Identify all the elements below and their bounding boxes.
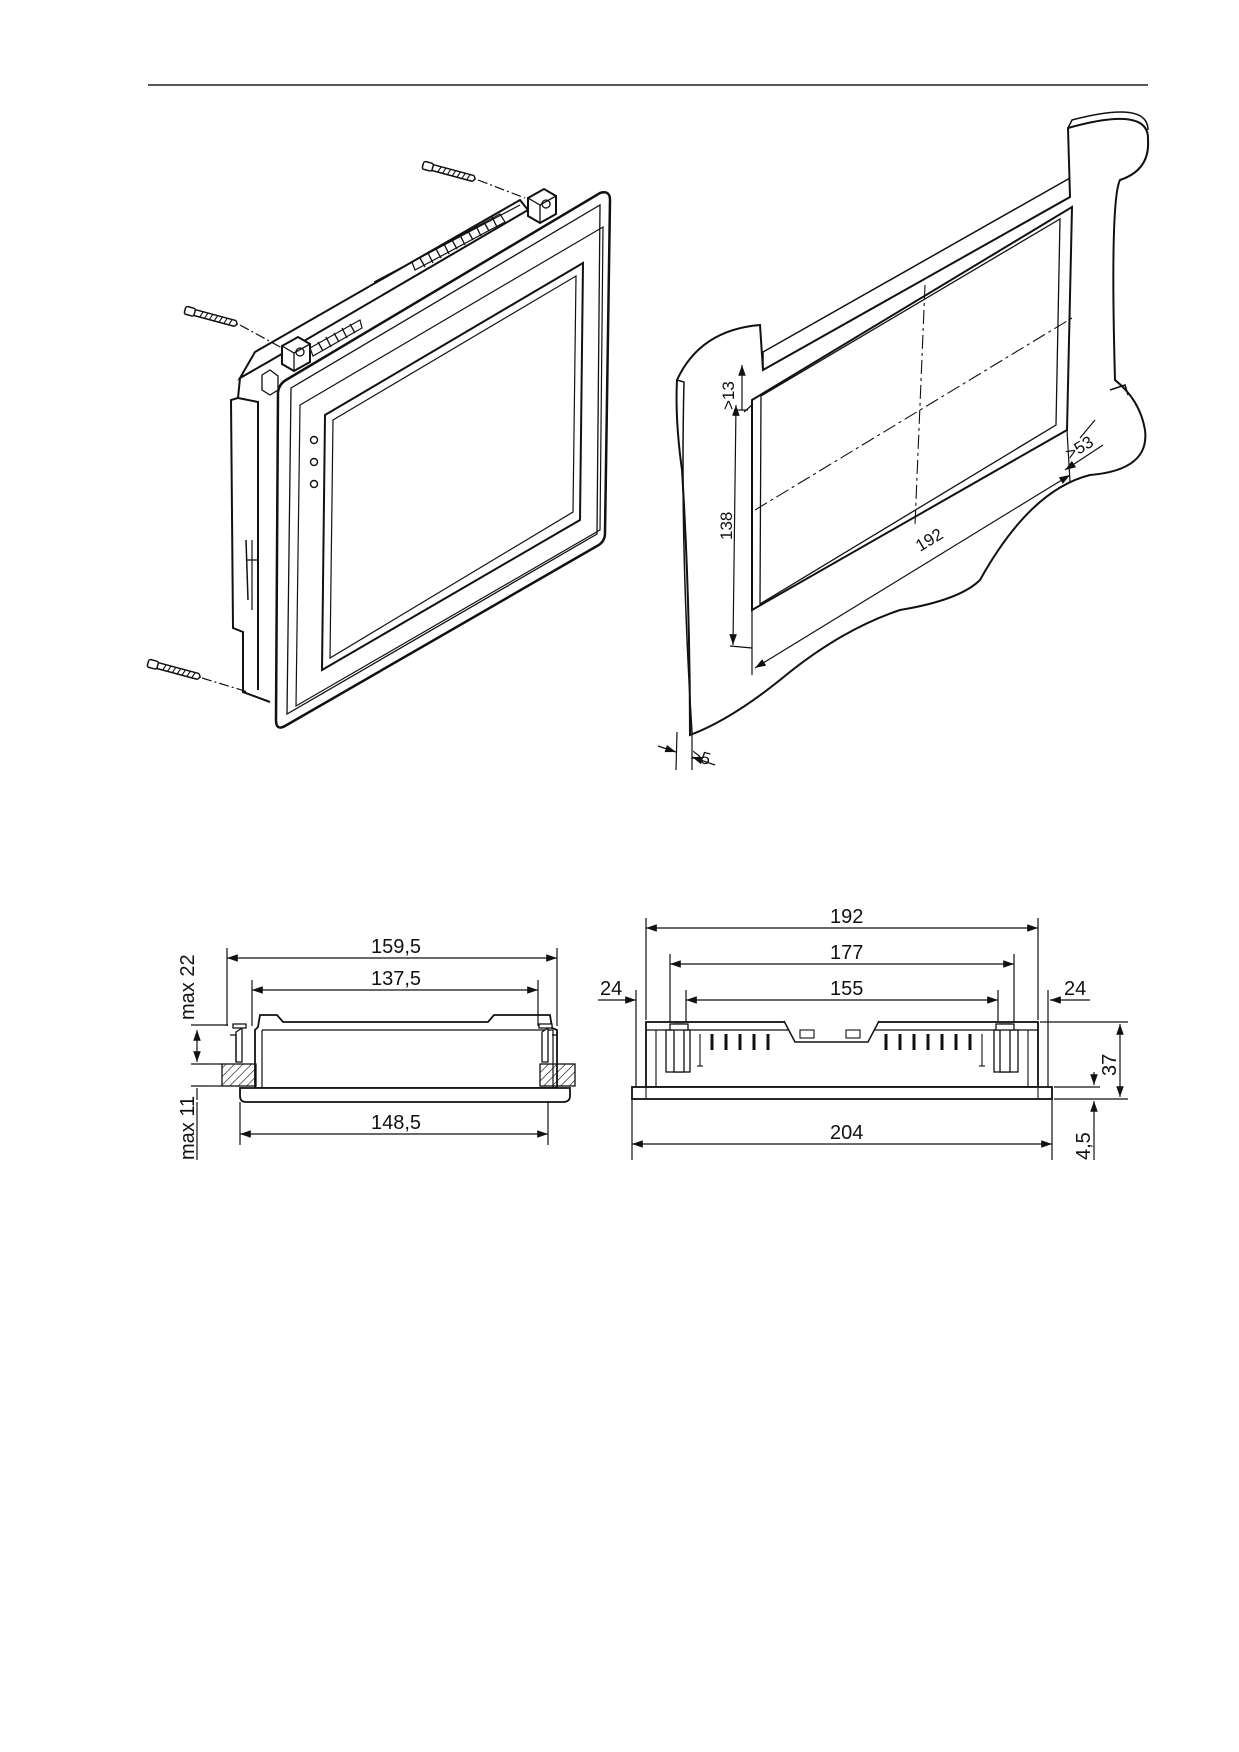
- side-view: [208, 1014, 576, 1103]
- dim-wall-min: >5: [689, 746, 713, 769]
- front-view-labels: 192 177 155 24 24 204 37 4,5: [600, 906, 1121, 1160]
- panel-isometric-view: [229, 187, 612, 729]
- dim-top-192: 192: [830, 906, 863, 928]
- side-view-dimensions: [191, 948, 558, 1160]
- dim-bezel-148-5: 148,5: [371, 1112, 421, 1134]
- dim-clamp-137-5: 137,5: [371, 968, 421, 990]
- vent-fins: [710, 1034, 972, 1050]
- dim-top-min: >13: [719, 381, 738, 410]
- front-view: [631, 1020, 1053, 1100]
- dim-max-22: max 22: [177, 954, 199, 1020]
- panel-cutout-view: [675, 111, 1150, 737]
- dim-height-138: 138: [717, 512, 736, 540]
- dim-left-24: 24: [600, 978, 622, 1000]
- side-view-labels: 159,5 137,5 148,5 max 22 max 11: [177, 936, 421, 1160]
- vent-fins-thin: [697, 1034, 985, 1067]
- dim-bezel-204: 204: [830, 1122, 863, 1144]
- cutout-dimensions: [657, 365, 1104, 771]
- dim-overall-159-5: 159,5: [371, 936, 421, 958]
- dim-right-24: 24: [1064, 978, 1086, 1000]
- dim-max-11: max 11: [177, 1096, 199, 1160]
- dim-155: 155: [830, 978, 863, 1000]
- dim-177: 177: [830, 942, 863, 964]
- dim-depth-37: 37: [1099, 1054, 1121, 1076]
- mounting-screws: [146, 160, 526, 693]
- front-view-dimensions: [598, 918, 1128, 1160]
- dim-bezel-4-5: 4,5: [1073, 1132, 1095, 1160]
